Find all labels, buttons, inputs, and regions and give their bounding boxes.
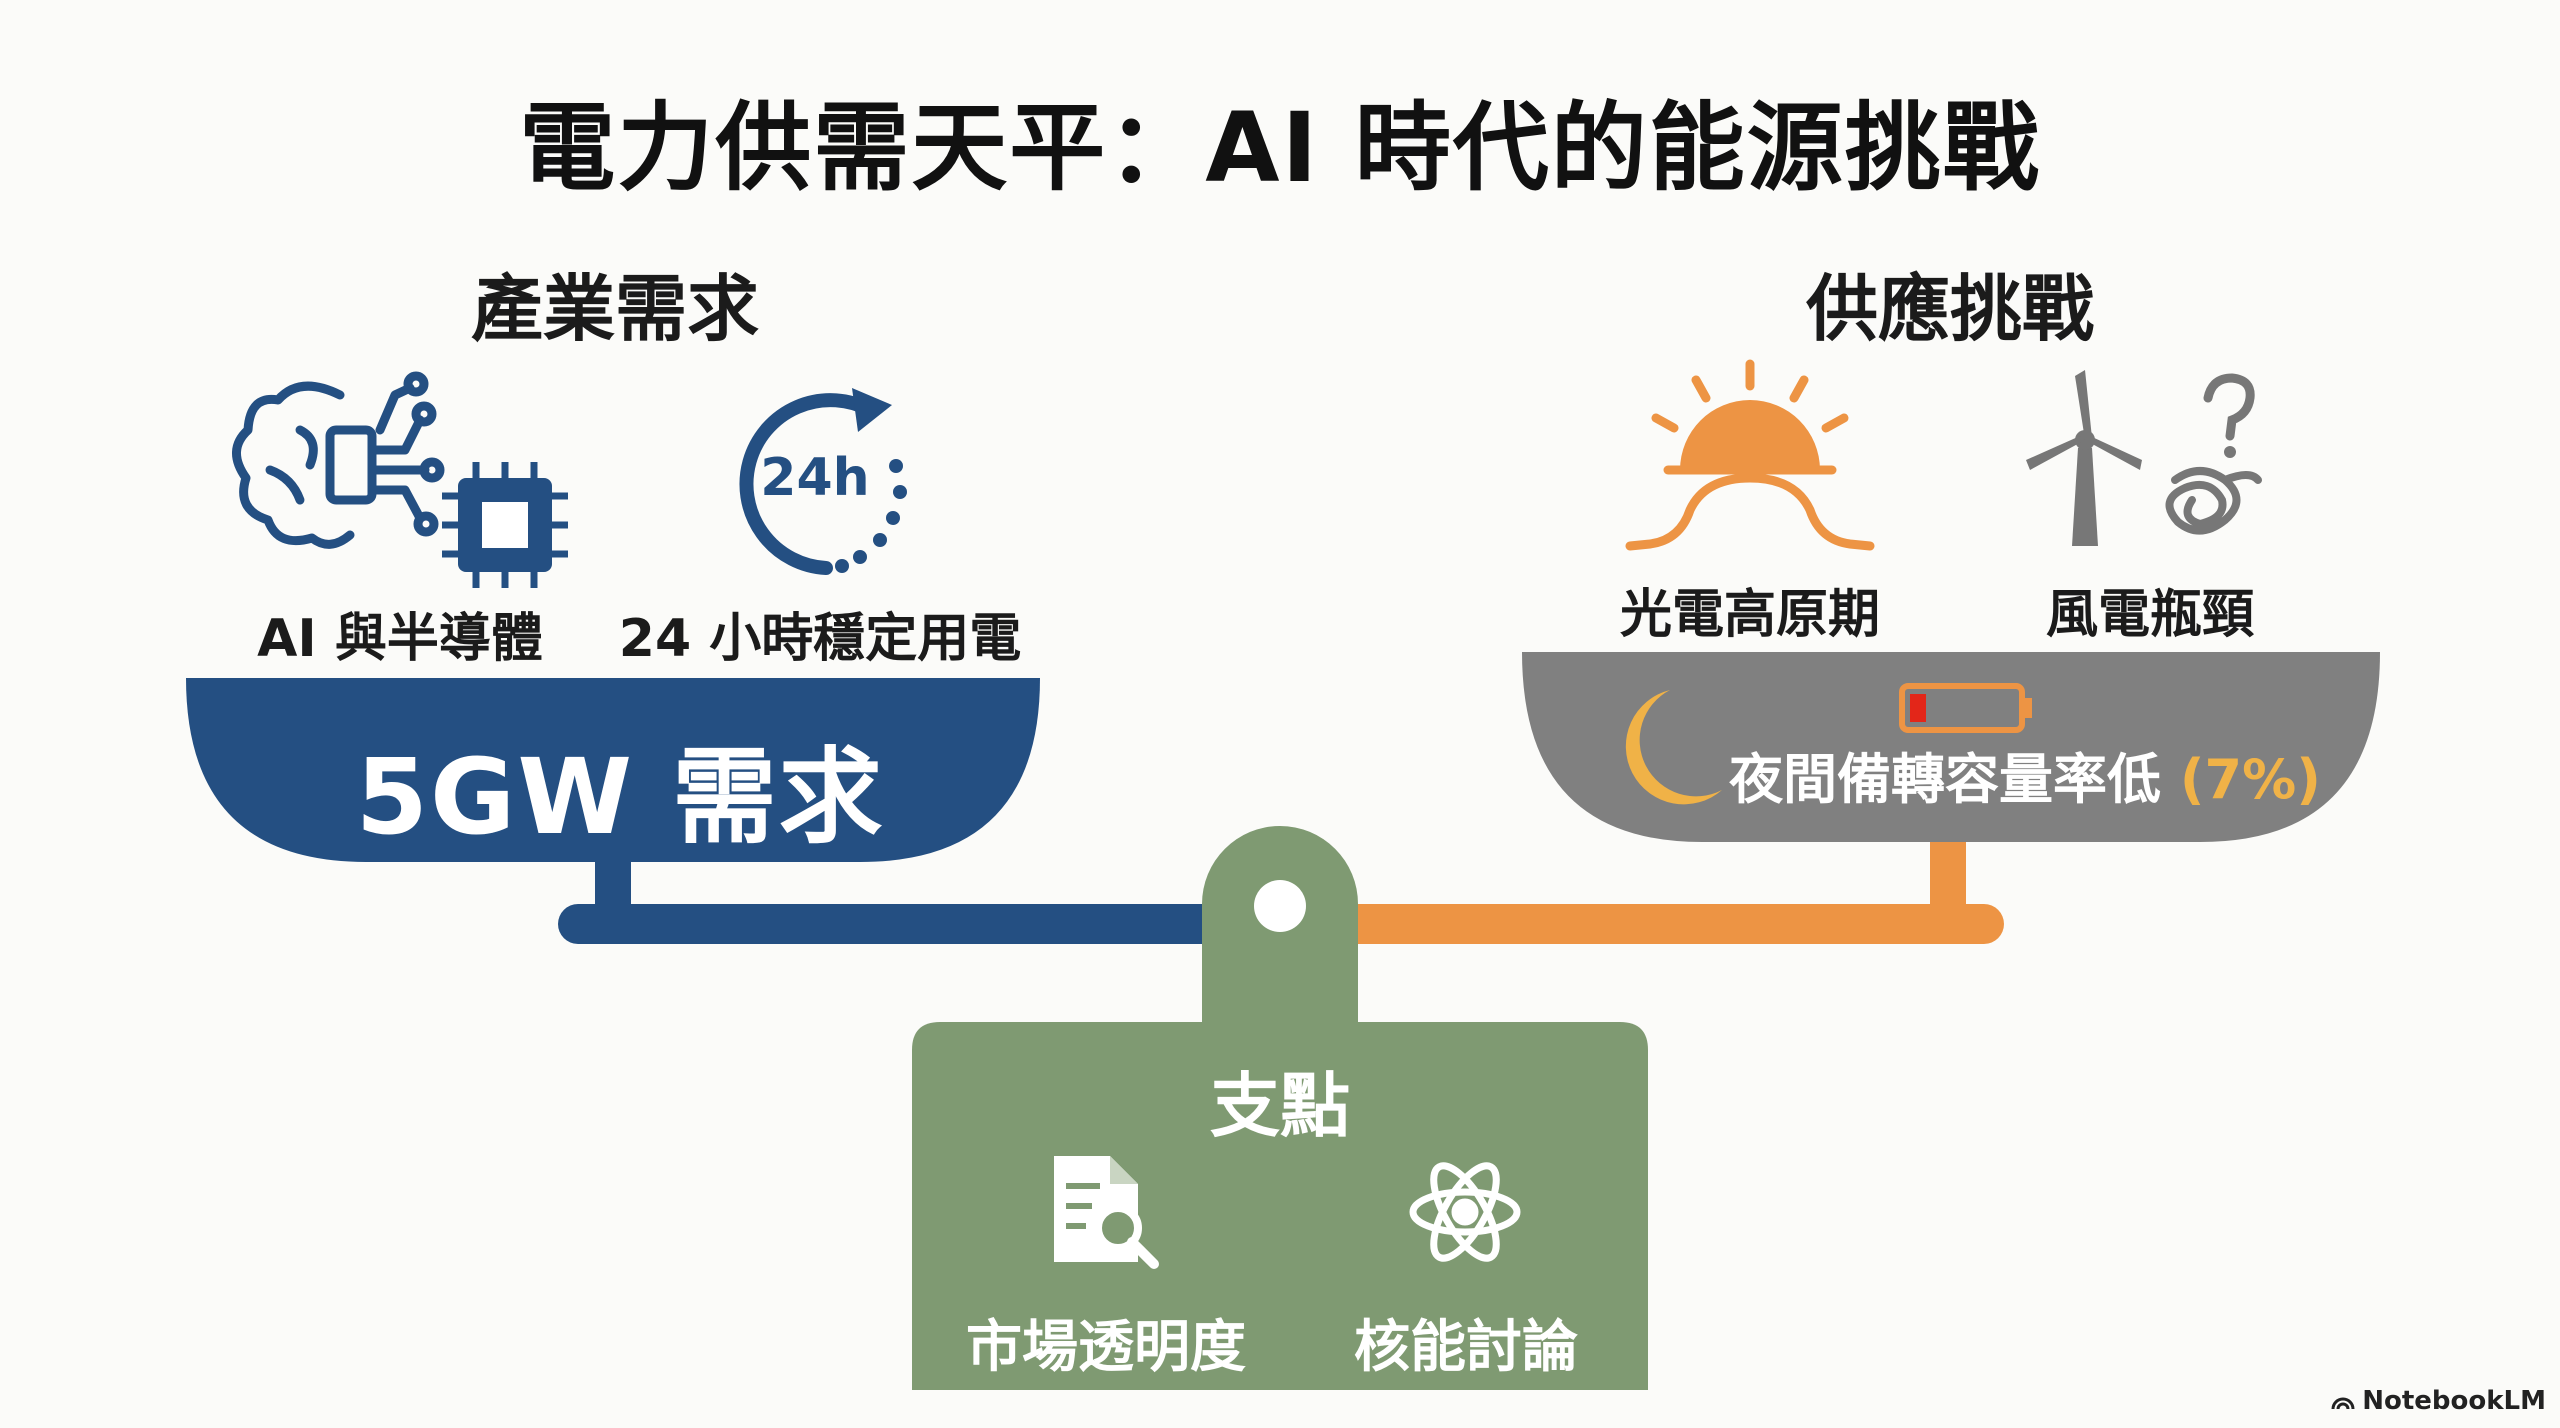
page-title: 電力供需天平：AI 時代的能源挑戰 [519,92,2041,204]
battery-low-icon [1899,683,2032,733]
document-search-icon [1054,1156,1159,1269]
label-nuclear-discussion: 核能討論 [1354,1315,1578,1380]
demand-pan [186,678,1040,862]
supply-heading: 供應挑戰 [1805,267,2094,351]
notebooklm-logo-icon [2331,1397,2355,1410]
reserve-percent: (7%) [2179,748,2321,811]
moon-icon [1625,690,1722,805]
fulcrum-tower [1202,826,1358,1040]
wind-turbine-question-icon [2026,370,2262,546]
demand-pan-text: 5GW 需求 [355,736,885,858]
label-ai-semiconductor: AI 與半導體 [257,609,543,669]
label-solar-plateau: 光電高原期 [1619,585,1880,645]
label-wind-bottleneck: 風電瓶頸 [2045,585,2254,645]
fulcrum-heading: 支點 [1210,1065,1350,1147]
chip-icon [442,462,568,588]
ai-brain-chip-icon [232,371,445,549]
beam-right [1320,904,2004,944]
supply-pan-text: 夜間備轉容量率低 (7%) [1725,735,2325,814]
sun-curve-icon [1625,359,1875,551]
clock-label: 24h [760,448,870,508]
fulcrum-base [912,1022,1648,1390]
pivot-circle [1254,880,1306,932]
atom-icon [1409,1162,1521,1262]
label-24h-power: 24 小時穩定用電 [618,609,1022,669]
watermark-text: NotebookLM [2362,1386,2546,1416]
notebooklm-watermark: NotebookLM [2330,1386,2546,1416]
night-reserve-text: 夜間備轉容量率低 [1729,748,2162,811]
demand-heading: 產業需求 [470,267,759,351]
beam-left [558,904,1228,944]
supply-pan [1522,652,2380,842]
label-market-transparency: 市場透明度 [966,1315,1246,1380]
24h-clock-icon [739,388,907,575]
